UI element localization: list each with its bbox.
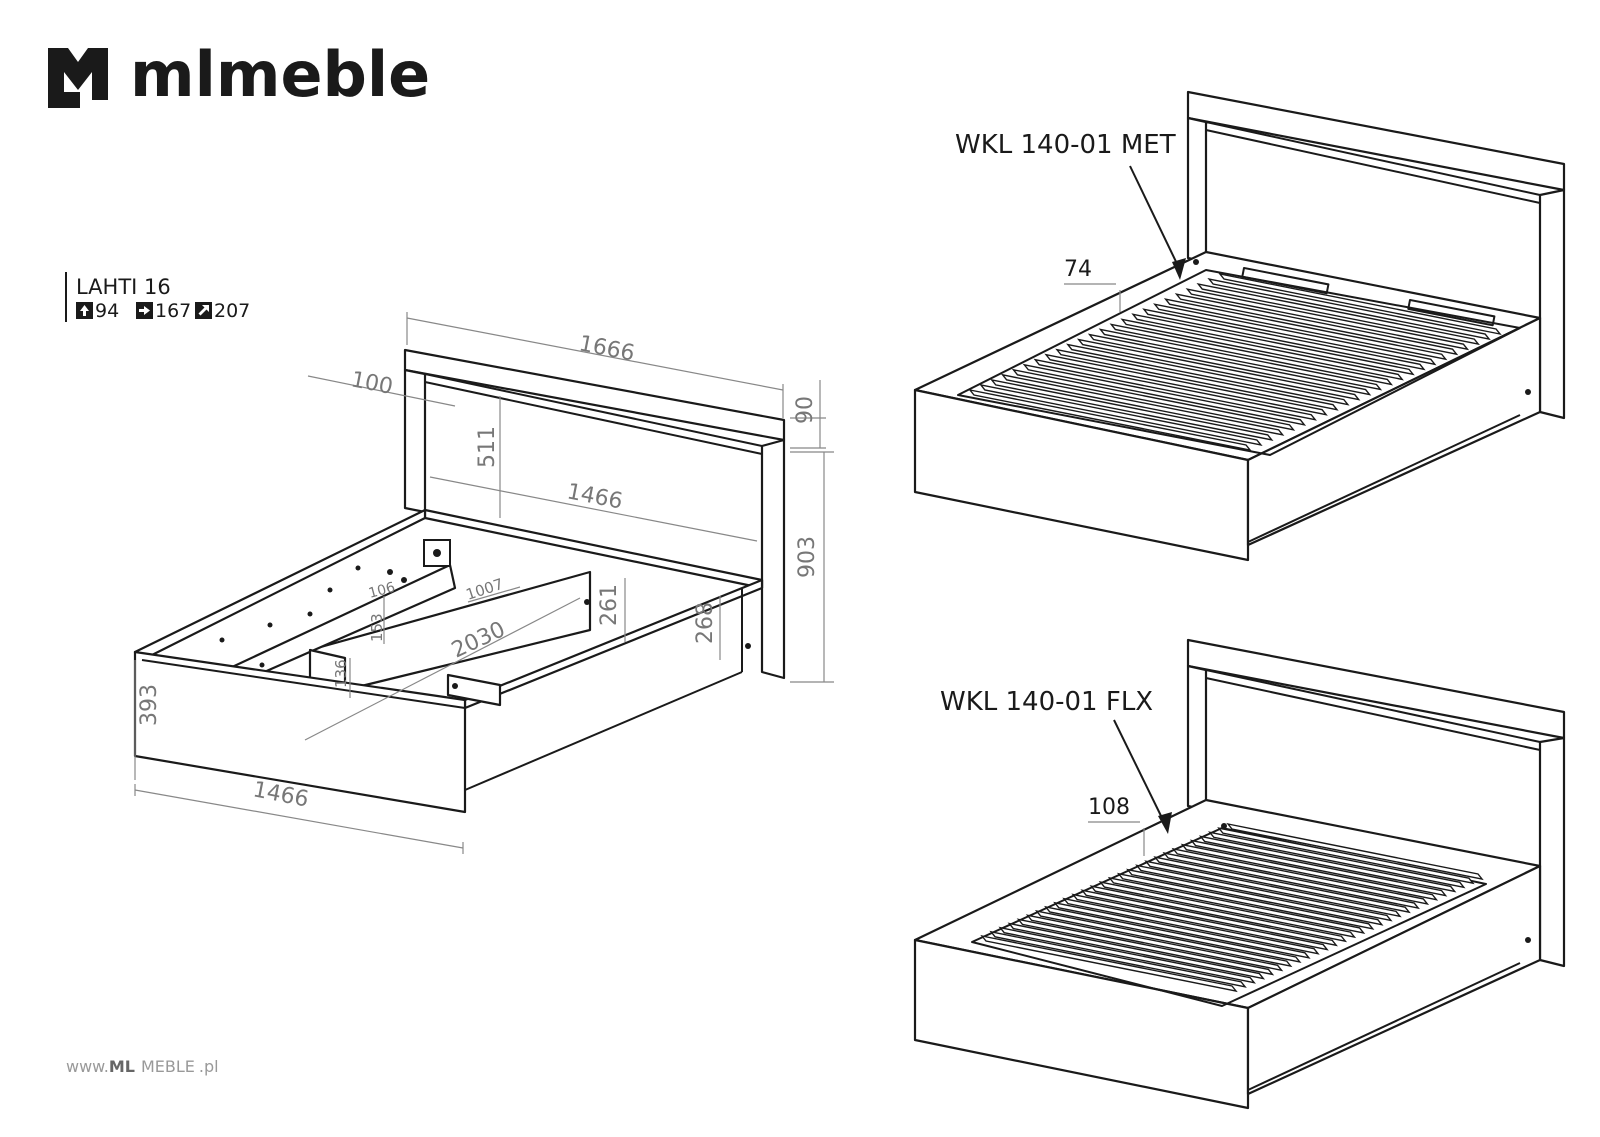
dim-total-height: 903 (795, 536, 820, 578)
slat (1131, 313, 1415, 376)
dim-frame-height: 393 (137, 684, 162, 726)
variant-flx-depth: 108 (1088, 795, 1130, 820)
slat (1098, 328, 1383, 391)
website-link[interactable]: www.ML MEBLE.pl (66, 1057, 219, 1076)
slat (1135, 864, 1393, 922)
slat (989, 930, 1247, 988)
slat (1089, 885, 1348, 943)
dim-headboard-panel: 511 (475, 426, 500, 468)
slat (1053, 901, 1311, 959)
slat (1180, 843, 1439, 901)
slat (979, 383, 1263, 447)
slat (980, 934, 1238, 993)
slat (1163, 298, 1448, 361)
slat (1116, 872, 1375, 930)
slat (1011, 368, 1296, 431)
dim-beam-height: 153 (368, 613, 386, 642)
slat (998, 926, 1256, 984)
logo-mark-icon (48, 48, 108, 108)
met-slats (968, 272, 1502, 452)
product-depth: 207 (214, 300, 250, 322)
slat (1218, 272, 1502, 336)
slat (1207, 277, 1491, 341)
product-info: LAHTI 16 94 167 207 (65, 272, 250, 322)
slat (1071, 893, 1329, 951)
bed-frame-drawing (133, 348, 786, 814)
slat (1025, 914, 1284, 972)
slat (1120, 318, 1404, 381)
product-height: 94 (95, 300, 119, 322)
slat (1044, 905, 1302, 964)
slat (1044, 353, 1328, 416)
website-name: MEBLE (141, 1057, 195, 1076)
slat (1153, 303, 1437, 366)
dim-total-width: 1666 (577, 331, 637, 366)
dim-rail-height: 261 (597, 584, 622, 626)
slat (1109, 323, 1394, 386)
slat (1126, 868, 1384, 926)
slat (1174, 293, 1459, 356)
dim-beam-offset: 106 (367, 579, 397, 601)
brand-logo: mlmeble (48, 38, 430, 111)
dim-inner-width: 1466 (565, 479, 625, 514)
slat (1033, 358, 1317, 421)
slat (1198, 835, 1457, 893)
slat (1098, 881, 1357, 939)
slat (1034, 910, 1293, 968)
arrow-right-icon (136, 302, 153, 319)
slat (1162, 851, 1420, 910)
slat (1217, 827, 1475, 885)
dim-headboard-top: 90 (793, 396, 818, 424)
flx-slats (980, 822, 1484, 993)
slat (1171, 847, 1430, 905)
slat (1189, 839, 1448, 897)
dimension-lines (134, 312, 834, 854)
slat (989, 378, 1274, 441)
slat (1107, 876, 1366, 934)
dim-support-height: 136 (332, 659, 350, 688)
variant-flx-drawing: WKL 140-01 FLX 108 (913, 638, 1566, 1110)
slat (1142, 308, 1426, 371)
slat (1062, 897, 1320, 955)
slat (1185, 288, 1470, 351)
slat (1007, 922, 1266, 980)
dim-side-height: 268 (693, 602, 718, 644)
slat (1080, 889, 1338, 947)
arrow-diagonal-icon (195, 302, 212, 319)
logo-text: mlmeble (130, 38, 430, 111)
slat (1055, 348, 1339, 411)
website-brand: ML (109, 1057, 135, 1076)
variant-met-label: WKL 140-01 MET (955, 130, 1176, 160)
slat (1208, 831, 1466, 889)
website-suffix: .pl (199, 1057, 219, 1076)
slat (1066, 343, 1350, 406)
website-prefix: www. (66, 1057, 109, 1076)
slat (1000, 373, 1285, 436)
product-name: LAHTI 16 (76, 275, 171, 299)
product-width: 167 (155, 300, 191, 322)
slat (1226, 822, 1484, 881)
variant-met-drawing: WKL 140-01 MET 74 (913, 90, 1566, 562)
slat (1087, 333, 1372, 396)
slat (968, 388, 1252, 452)
slat (1076, 338, 1361, 401)
variant-met-depth: 74 (1064, 257, 1092, 282)
slat (1153, 856, 1411, 914)
slat (1196, 283, 1481, 346)
slat (1144, 860, 1402, 918)
slat (1016, 918, 1275, 976)
arrow-up-icon (76, 302, 93, 319)
slat (1022, 363, 1307, 426)
dim-headboard-side: 100 (349, 367, 395, 400)
variant-flx-label: WKL 140-01 FLX (940, 687, 1153, 717)
